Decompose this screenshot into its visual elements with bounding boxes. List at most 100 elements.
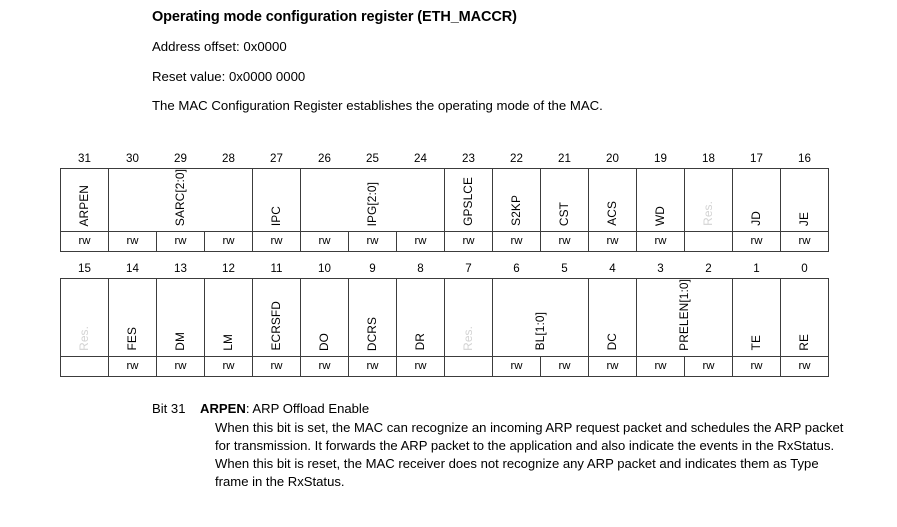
bit-number-cell: 3	[657, 262, 664, 275]
bit-field-title: : ARP Offload Enable	[245, 401, 370, 416]
bit-description-heading: Bit 31 ARPEN: ARP Offload Enable	[152, 400, 852, 418]
field-label: JE	[796, 212, 811, 227]
bit-field-name: ARPEN	[200, 401, 246, 416]
bit-number-cell: 7	[465, 262, 472, 275]
bit-number-cell: 30	[126, 152, 139, 165]
bit-number-cell: 18	[702, 152, 715, 165]
field-label: CST	[556, 201, 571, 227]
bit-description-paragraph: When this bit is reset, the MAC receiver…	[215, 456, 819, 490]
field-cell: DO	[300, 278, 349, 357]
field-cell: IPG[2:0]	[300, 167, 445, 233]
field-label: DR	[412, 333, 427, 351]
field-cell: DCRS	[348, 278, 397, 357]
bit-number-cell: 14	[126, 262, 139, 275]
bit-number-cell: 31	[78, 152, 91, 165]
register-intro: The MAC Configuration Register establish…	[152, 98, 603, 114]
field-label: TE	[748, 335, 763, 351]
bit-number-cell: 1	[753, 262, 760, 275]
field-label: DCRS	[364, 316, 379, 351]
field-cell: GPSLCE	[444, 167, 493, 233]
field-cell: TE	[732, 278, 781, 357]
field-cell: DR	[396, 278, 445, 357]
bit-number-cell: 5	[561, 262, 568, 275]
field-cell: CST	[540, 167, 589, 233]
field-cell: RE	[780, 278, 829, 357]
field-label: WD	[652, 206, 667, 227]
bit-number-label: Bit 31	[152, 401, 186, 416]
bit-number-cell: 24	[414, 152, 427, 165]
bit-number-cell: 13	[174, 262, 187, 275]
field-label: FES	[124, 327, 139, 351]
access-cell-empty	[684, 231, 733, 253]
bit-description-paragraph: When this bit is set, the MAC can recogn…	[215, 420, 844, 454]
bit-number-cell: 23	[462, 152, 475, 165]
access-cell: rw	[396, 231, 445, 253]
access-cell: rw	[108, 355, 157, 377]
field-cell: DM	[156, 278, 205, 357]
field-label: ACS	[604, 201, 619, 227]
access-cell: rw	[60, 231, 109, 253]
field-label: RE	[796, 334, 811, 351]
bit-number-cell: 28	[222, 152, 235, 165]
address-offset: Address offset: 0x0000	[152, 39, 287, 55]
page-title: Operating mode configuration register (E…	[152, 9, 517, 25]
bit-number-cell: 2	[705, 262, 712, 275]
reset-value: Reset value: 0x0000 0000	[152, 68, 306, 84]
access-cell: rw	[540, 355, 589, 377]
access-cell-empty	[444, 355, 493, 377]
bit-description-body: When this bit is set, the MAC can recogn…	[215, 419, 852, 491]
access-cell: rw	[540, 231, 589, 253]
bit-number-cell: 4	[609, 262, 616, 275]
access-cell: rw	[732, 355, 781, 377]
access-cell: rw	[156, 231, 205, 253]
access-cell: rw	[204, 355, 253, 377]
bit-number-cell: 0	[801, 262, 808, 275]
field-cell: JD	[732, 167, 781, 233]
field-cell: LM	[204, 278, 253, 357]
access-cell: rw	[588, 355, 637, 377]
access-cell: rw	[204, 231, 253, 253]
bit-number-cell: 9	[369, 262, 376, 275]
field-cell: DC	[588, 278, 637, 357]
field-label: ECRSFD	[268, 301, 283, 351]
field-label: LM	[220, 334, 235, 351]
field-cell: BL[1:0]	[492, 278, 589, 357]
access-cell: rw	[636, 231, 685, 253]
field-label: IPG[2:0]	[364, 181, 379, 227]
field-label: IPC	[268, 205, 283, 227]
access-cell-empty	[60, 355, 109, 377]
access-cell: rw	[348, 355, 397, 377]
access-cell: rw	[588, 231, 637, 253]
register-header: Operating mode configuration register (E…	[152, 8, 852, 115]
field-label: GPSLCE	[460, 177, 475, 227]
bit-number-cell: 21	[558, 152, 571, 165]
access-cell: rw	[252, 231, 301, 253]
field-label: DM	[172, 332, 187, 351]
field-cell: PRELEN[1:0]	[636, 278, 733, 357]
reserved-field-cell: Res.	[60, 278, 109, 357]
bit-number-cell: 17	[750, 152, 763, 165]
access-cell: rw	[780, 231, 829, 253]
field-label: DC	[604, 333, 619, 351]
reserved-field-cell: Res.	[684, 167, 733, 233]
access-cell: rw	[636, 355, 685, 377]
field-label: Res.	[76, 325, 91, 351]
access-cell: rw	[348, 231, 397, 253]
access-cell: rw	[492, 355, 541, 377]
field-cell: SARC[2:0]	[108, 167, 253, 233]
bit-number-cell: 11	[270, 262, 283, 275]
bit-number-cell: 15	[78, 262, 91, 275]
field-cell: JE	[780, 167, 829, 233]
bit-number-cell: 8	[417, 262, 424, 275]
access-cell: rw	[684, 355, 733, 377]
bit-number-cell: 12	[222, 262, 235, 275]
bit-number-cell: 6	[513, 262, 520, 275]
field-label: Res.	[700, 201, 715, 227]
